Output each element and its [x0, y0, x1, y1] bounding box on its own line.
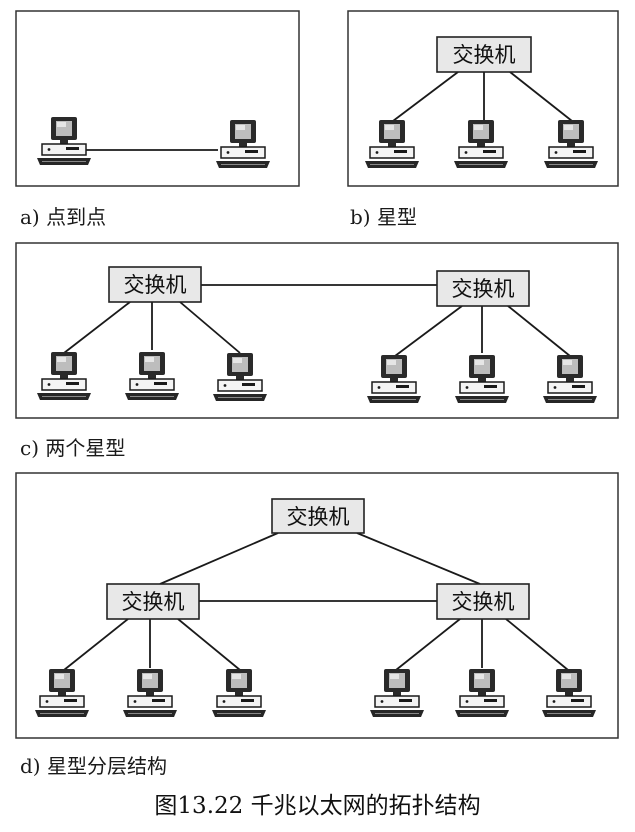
panel-c-frame: [15, 242, 619, 419]
panel-c-caption: c) 两个星型: [20, 436, 126, 460]
link: [505, 618, 569, 671]
computer-icon: [36, 116, 92, 166]
switch-node: 交换机: [106, 583, 200, 620]
computer-icon: [366, 354, 422, 404]
link: [395, 618, 461, 671]
link: [507, 305, 571, 357]
panel-b-caption: b) 星型: [350, 205, 417, 229]
link: [356, 532, 481, 585]
panel-b-frame: [347, 10, 619, 187]
computer-icon: [542, 354, 598, 404]
link: [63, 301, 131, 354]
computer-icon: [215, 119, 271, 169]
figure-title: 图13.22 千兆以太网的拓扑结构: [154, 793, 481, 819]
switch-label: 交换机: [453, 43, 516, 67]
switch-box: [436, 36, 532, 73]
panel-d: 交换机 交换机 交换机: [15, 472, 619, 739]
switch-label: 交换机: [122, 590, 185, 614]
switch-node: 交换机: [436, 270, 530, 307]
computer-icon: [211, 668, 267, 718]
panel-a-caption: a) 点到点: [20, 205, 107, 229]
panel-a: [15, 10, 300, 187]
computer-icon: [453, 119, 509, 169]
panel-c: 交换机 交换机: [15, 242, 619, 419]
switch-label: 交换机: [287, 505, 350, 529]
switch-box: [106, 583, 200, 620]
switch-box: [271, 498, 365, 534]
link: [392, 71, 459, 122]
panel-d-caption: d) 星型分层结构: [20, 754, 167, 778]
link: [509, 71, 573, 122]
switch-label: 交换机: [452, 590, 515, 614]
computer-icon: [543, 119, 599, 169]
switch-box: [436, 270, 530, 307]
computer-icon: [541, 668, 597, 718]
link: [394, 305, 463, 357]
switch-box: [436, 583, 530, 620]
computer-icon: [36, 351, 92, 401]
link: [63, 618, 129, 671]
computer-icon: [212, 352, 268, 402]
link: [159, 532, 279, 585]
switch-node: 交换机: [436, 36, 532, 73]
computer-icon: [364, 119, 420, 169]
computer-icon: [454, 668, 510, 718]
computer-icon: [369, 668, 425, 718]
computer-icon: [124, 351, 180, 401]
panel-d-frame: [15, 472, 619, 739]
switch-label: 交换机: [452, 277, 515, 301]
switch-label: 交换机: [124, 273, 187, 297]
computer-icon: [34, 668, 90, 718]
link: [177, 618, 241, 671]
switch-node: 交换机: [436, 583, 530, 620]
switch-node: 交换机: [108, 266, 202, 303]
panel-b: 交换机: [347, 10, 619, 187]
switch-node: 交换机: [271, 498, 365, 534]
link: [179, 301, 241, 354]
computer-icon: [122, 668, 178, 718]
panel-a-frame: [15, 10, 300, 187]
switch-box: [108, 266, 202, 303]
computer-icon: [454, 354, 510, 404]
